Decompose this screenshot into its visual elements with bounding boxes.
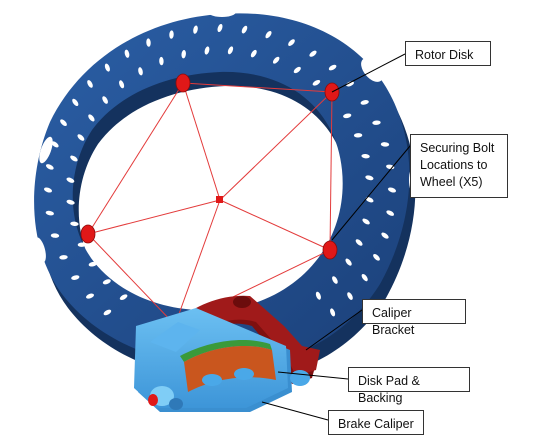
rotor-disk [34,13,410,367]
vent-hole [146,38,151,47]
vent-hole [332,276,338,284]
vent-hole [373,253,380,261]
vent-hole [330,308,336,317]
vent-hole [102,279,111,285]
vent-hole [70,221,79,227]
vent-hole [217,23,223,33]
vent-hole [119,80,125,89]
vent-hole [328,64,337,71]
disk-pad-and-backing [180,340,276,392]
callout-disk-pad-backing: Disk Pad & Backing [348,367,470,405]
vent-hole [360,100,369,105]
vent-hole [88,261,97,267]
rotor-vent-holes [43,23,397,317]
vent-hole [345,258,352,266]
vent-hole [288,39,295,46]
vent-hole [193,25,198,34]
vent-hole [138,67,143,76]
vent-hole [181,50,186,59]
vent-hole [66,177,75,183]
vent-hole [72,98,79,106]
vent-hole [45,210,54,216]
vent-hole [365,197,374,203]
vent-hole [85,293,95,299]
vent-hole [104,63,110,72]
vent-hole [227,46,234,55]
vent-hole [293,66,301,74]
vent-hole [361,153,370,159]
callout-rotor-disk: Rotor Disk [405,41,491,66]
callout-caliper-bracket: Caliper Bracket [362,299,466,337]
vent-hole [71,275,80,280]
vent-hole [343,113,352,119]
vent-hole [265,30,272,39]
vent-hole [60,119,67,127]
bolt-1 [175,73,191,93]
vent-hole [355,239,363,246]
vent-hole [70,155,78,162]
vent-hole [380,142,390,147]
vent-hole [77,134,85,141]
bolt-4 [322,240,338,260]
vent-hole [250,49,257,58]
caliper-bolt [148,394,158,406]
bolt-3 [80,224,96,244]
vent-hole [387,187,397,193]
vent-hole [204,46,210,55]
vent-hole [386,210,395,216]
vent-hole [51,141,59,148]
vent-hole [77,242,87,247]
vent-hole [272,56,280,64]
vent-hole [43,187,53,193]
vent-hole [45,164,54,170]
vent-hole [309,50,317,57]
vent-hole [159,56,164,66]
vent-hole [87,80,93,88]
vent-hole [361,274,368,282]
callout-brake-caliper: Brake Caliper [328,410,424,435]
vent-hole [66,199,75,205]
vent-hole [103,309,112,316]
vent-hole [88,114,95,122]
vent-hole [347,292,353,300]
vent-hole [124,49,130,58]
construction-lines [87,82,333,326]
vent-hole [119,294,128,301]
callout-securing-bolt-locations: Securing Bolt Locations to Wheel (X5) [410,134,508,198]
vent-hole [362,218,370,225]
vent-hole [381,232,389,239]
vent-hole [102,96,108,104]
vent-hole [169,30,174,39]
vent-hole [241,25,248,34]
vent-hole [50,233,60,238]
leader-lines [261,53,411,421]
hub-center-marker [216,196,223,203]
vent-hole [372,120,381,125]
vent-hole [353,133,363,138]
vent-hole [315,291,321,300]
vent-hole [365,175,374,181]
vent-hole [345,81,355,87]
vent-hole [59,255,68,260]
vent-hole [312,79,321,86]
